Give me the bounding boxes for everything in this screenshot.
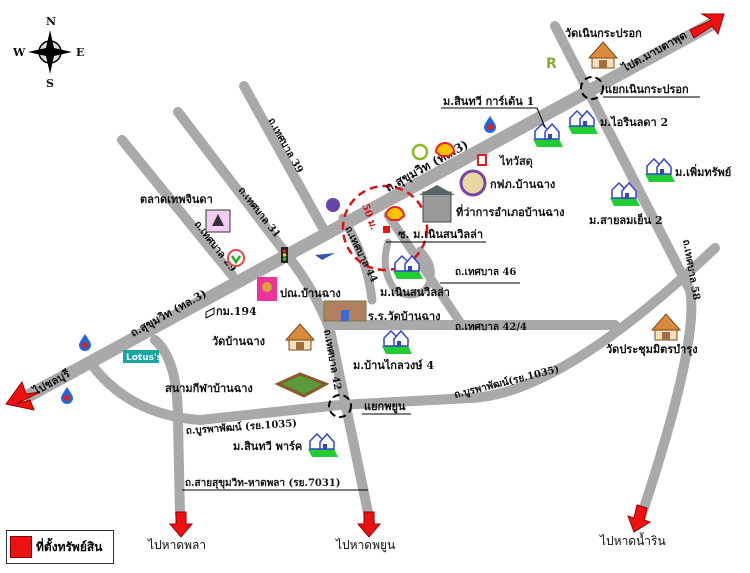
label-tessaban-46: ถ.เทศบาล 46: [455, 267, 516, 278]
house-icon: [381, 330, 413, 355]
label-thaiwatsadu: ไทวัสดุ: [498, 154, 533, 169]
label-wat-prachum: วัดประชุมมิตรบำรุง: [606, 343, 698, 357]
compass-e: E: [76, 46, 84, 59]
label-to-hat-nam-rin: ไปหาดน้ำริน: [599, 532, 666, 548]
property-swatch-icon: [10, 536, 32, 558]
road-sukhumvit: [23, 17, 719, 402]
temple-icon: [285, 323, 315, 351]
arrow-south-icon: [356, 511, 382, 538]
label-airin-2: ม.ไอรินลดา 2: [600, 115, 668, 129]
label-to-hat-phayun: ไปหาดพยูน: [335, 538, 395, 553]
temple-icon: [588, 41, 618, 69]
shell-station-icon: [435, 142, 455, 157]
arrow-east-icon: [689, 13, 725, 39]
road-soi-noen: [381, 238, 435, 299]
compass-s: S: [46, 77, 54, 90]
arrow-west-icon: [5, 380, 41, 411]
arrow-south-icon: [627, 504, 652, 533]
label-yaek-noen: แยกเนินกระปรอก: [605, 83, 689, 96]
compass-rose-icon: N S E W: [12, 15, 84, 90]
roads: [23, 17, 720, 527]
label-tessaban-31: ถ.เทศบาล 31: [236, 185, 282, 240]
label-stadium: สนามกีฬาบ้านฉาง: [165, 382, 253, 395]
bangchak-icon: [411, 143, 429, 161]
lotus-label: Lotus's: [126, 353, 162, 363]
property-radius-circle: [341, 184, 429, 272]
label-wat-noen: วัดเนินกระปรอก: [565, 27, 642, 40]
arrow-south-icon: [168, 511, 194, 538]
road-burapa: [87, 243, 720, 425]
road-tessaban-39: [239, 81, 330, 237]
label-post-office: ปณ.บ้านฉาง: [280, 287, 341, 300]
house-icon: [307, 433, 339, 458]
road-tessaban-29: [117, 135, 237, 280]
label-amphoe: ที่ว่าการอำเภอบ้านฉาง: [456, 204, 564, 219]
label-talad: ตลาดเทพจินดา: [140, 193, 213, 206]
label-sailom-2: ม.สายลมเย็น 2: [589, 213, 663, 227]
shell-station-icon: [385, 206, 405, 221]
thaiwatsadu-icon: [477, 154, 487, 166]
direction-arrows: [5, 13, 725, 538]
road-tessaban-46: [383, 210, 467, 330]
label-km-194: กม.194: [216, 305, 257, 318]
post-logo-icon: [315, 253, 335, 260]
stadium-icon: [274, 372, 330, 398]
label-baan-klai-4: ม.บ้านไกลวงษ์ 4: [353, 358, 434, 372]
road-labels: ถ.สุขุมวิท (ทล.3) ถ.สุขุมวิท (ทล.3) ถ.เท…: [128, 116, 702, 491]
legend: ที่ตั้งทรัพย์สิน: [6, 530, 114, 564]
pea-logo-icon: [459, 169, 487, 197]
road-tessaban-58: [550, 21, 697, 525]
label-sai-sukhumvit: ถ.สายสุขุมวิท-หาดพลา (รย.7031): [185, 477, 341, 489]
label-tessaban-42-4: ถ.เทศบาล 42/4: [455, 322, 527, 333]
compass-w: W: [12, 46, 26, 59]
label-school: ร.ร.วัดบ้านฉาง: [368, 310, 441, 323]
label-sintawee-park: ม.สินทวี พาร์ค: [233, 440, 302, 453]
road-tessaban-44: [338, 213, 377, 305]
emblem-icon: [324, 196, 342, 214]
label-wat-banchang: วัดบ้านฉาง: [212, 335, 265, 348]
label-sukhumvit-west: ถ.สุขุมวิท (ทล.3): [128, 287, 209, 341]
label-to-hat-phla: ไปหาดพลา: [147, 538, 206, 552]
lotus-logo: [123, 350, 159, 363]
junction-phayun-icon: [328, 394, 352, 418]
gas-station-icon: [79, 334, 91, 351]
temple-icon: [651, 313, 681, 341]
label-pea: กฟภ.บ้านฉาง: [490, 178, 555, 191]
house-icon: [532, 123, 564, 148]
label-noen-villa: ม.เนินสนวิลล่า: [380, 286, 450, 299]
junction-noen-icon: [580, 76, 604, 100]
road-hat-phla: [150, 335, 185, 520]
gas-station-icon: [61, 387, 73, 404]
compass-n: N: [46, 15, 56, 28]
label-soi-noen: ซ. ม.เนินสนวิลล่า: [398, 228, 483, 241]
label-sintawee-1: ม.สินทวี การ์เด้น 1: [443, 95, 534, 108]
gas-station-icon: [484, 116, 496, 133]
bank-icon: [227, 249, 245, 267]
legend-label: ที่ตั้งทรัพย์สิน: [36, 539, 103, 554]
house-icon: [567, 110, 599, 135]
label-yaek-phayun: แยกพยูน: [364, 400, 406, 414]
label-tessaban-44: ถ.เทศบาล 44: [342, 224, 379, 284]
house-icon: [644, 158, 676, 183]
rlifestyle-logo-icon: R: [546, 56, 557, 72]
place-labels: วัดเนินกระปรอก แยกเนินกระปรอก ม.สินทวี ก…: [140, 27, 731, 453]
label-permsap: ม.เพิ่มทรัพย์: [675, 164, 731, 179]
km-marker-icon: [205, 307, 215, 319]
property-marker-icon: [383, 226, 390, 233]
district-office-icon: [422, 191, 452, 223]
